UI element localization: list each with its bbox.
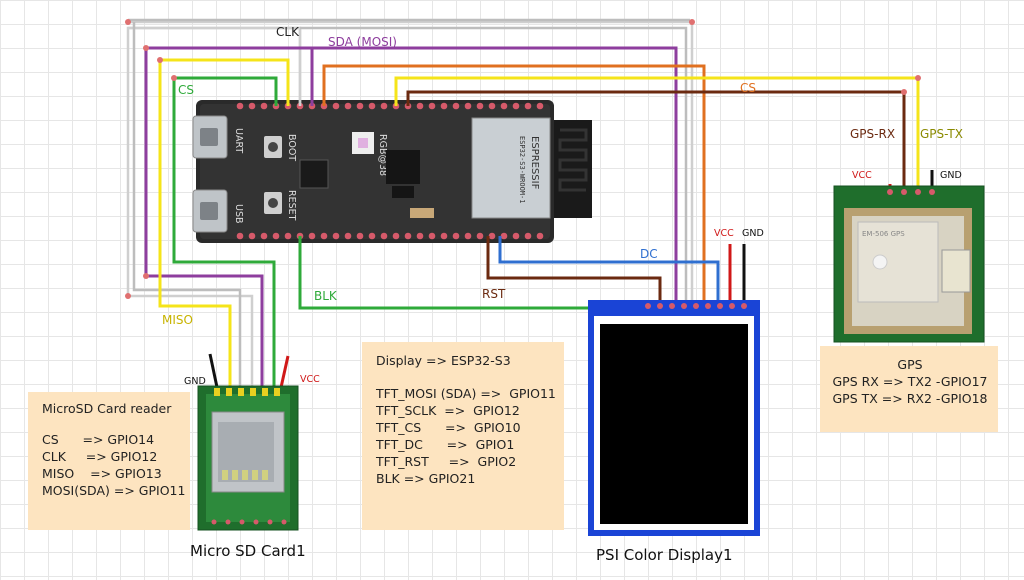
uart-label: UART xyxy=(233,128,244,153)
clk-label: CLK xyxy=(276,25,300,39)
boot-label: BOOT xyxy=(286,134,297,161)
dc-wire xyxy=(498,236,720,304)
gps-tx-label: GPS-TX xyxy=(920,127,963,141)
display-vcc-label: VCC xyxy=(714,228,734,239)
gps-rx-label: GPS-RX xyxy=(850,127,895,141)
orange-wire xyxy=(322,64,706,304)
display-note-line: TFT_DC => GPIO1 xyxy=(376,437,515,452)
sd-note: MicroSD Card reader CS => GPIO14 CLK => … xyxy=(28,392,190,530)
esp32-s3-board[interactable]: UART USB BOOT RESET RGB@38 ESPRESSIF ESP… xyxy=(192,100,592,243)
gps-note: GPS GPS RX => TX2 -GPIO17 GPS TX => RX2 … xyxy=(820,346,998,432)
sda-label: SDA (MOSI) xyxy=(328,35,397,49)
rst-wire xyxy=(486,236,662,304)
display-note-line: TFT_RST => GPIO2 xyxy=(376,454,517,469)
sd-note-line: MOSI(SDA) => GPIO11 xyxy=(42,483,186,498)
board-top-pins xyxy=(236,102,544,110)
cs-sd-label: CS xyxy=(178,83,194,97)
display-screen xyxy=(600,324,748,524)
yellow-wire xyxy=(394,76,920,194)
gps-chip-label: EM-506 GPS xyxy=(862,230,905,238)
display-note-title: Display => ESP32-S3 xyxy=(376,353,511,368)
clk-wire xyxy=(126,18,694,392)
usb-label: USB xyxy=(233,204,244,224)
gps-vcc-label: VCC xyxy=(852,170,872,181)
espressif-label: ESPRESSIF xyxy=(529,136,540,190)
board-bottom-pins xyxy=(236,232,544,240)
esp32-module xyxy=(471,117,551,219)
display-note-line: TFT_SCLK => GPIO12 xyxy=(376,403,520,418)
sd-note-title: MicroSD Card reader xyxy=(42,401,172,416)
dc-label: DC xyxy=(640,247,658,261)
sd-card-caption: Micro SD Card1 xyxy=(190,542,306,560)
cs-sd-wire xyxy=(172,76,278,392)
gps-module[interactable]: EM-506 GPS xyxy=(833,185,985,343)
gps-note-title: GPS xyxy=(897,357,923,372)
blk-label: BLK xyxy=(314,289,338,303)
usb-chip xyxy=(299,159,329,189)
regulator-chip xyxy=(386,150,420,184)
sd-note-line: MISO => GPIO13 xyxy=(42,466,162,481)
display-note-line: TFT_MOSI (SDA) => GPIO11 xyxy=(376,386,556,401)
sd-vcc-label: VCC xyxy=(300,374,320,385)
sd-gnd-label: GND xyxy=(184,376,206,387)
wire-joints xyxy=(125,19,921,299)
display-note-line: BLK => GPIO21 xyxy=(376,471,476,486)
gps-gnd-label: GND xyxy=(940,170,962,181)
display-caption: PSI Color Display1 xyxy=(596,546,733,564)
sd-note-line: CLK => GPIO12 xyxy=(42,449,158,464)
color-display-module[interactable] xyxy=(588,300,760,536)
display-gnd-label: GND xyxy=(742,228,764,239)
gps-note-line: GPS RX => TX2 -GPIO17 xyxy=(832,374,988,389)
gps-note-line: GPS TX => RX2 -GPIO18 xyxy=(832,391,988,406)
rgb-label: RGB@38 xyxy=(377,134,388,176)
module-label: ESP32-S3-WROOM-1 xyxy=(518,136,526,203)
sd-note-line: CS => GPIO14 xyxy=(42,432,155,447)
blk-wire xyxy=(298,236,660,310)
reset-label: RESET xyxy=(286,190,297,221)
display-note-line: TFT_CS => GPIO10 xyxy=(376,420,521,435)
miso-wire xyxy=(158,58,290,392)
brown-wire xyxy=(406,90,906,194)
micro-sd-card-module[interactable] xyxy=(197,385,299,531)
miso-label: MISO xyxy=(162,313,193,327)
sda-wire xyxy=(144,46,678,392)
rst-label: RST xyxy=(482,287,506,301)
cs-display-label: CS xyxy=(740,81,756,95)
display-note: Display => ESP32-S3 TFT_MOSI (SDA) => GP… xyxy=(362,342,564,530)
